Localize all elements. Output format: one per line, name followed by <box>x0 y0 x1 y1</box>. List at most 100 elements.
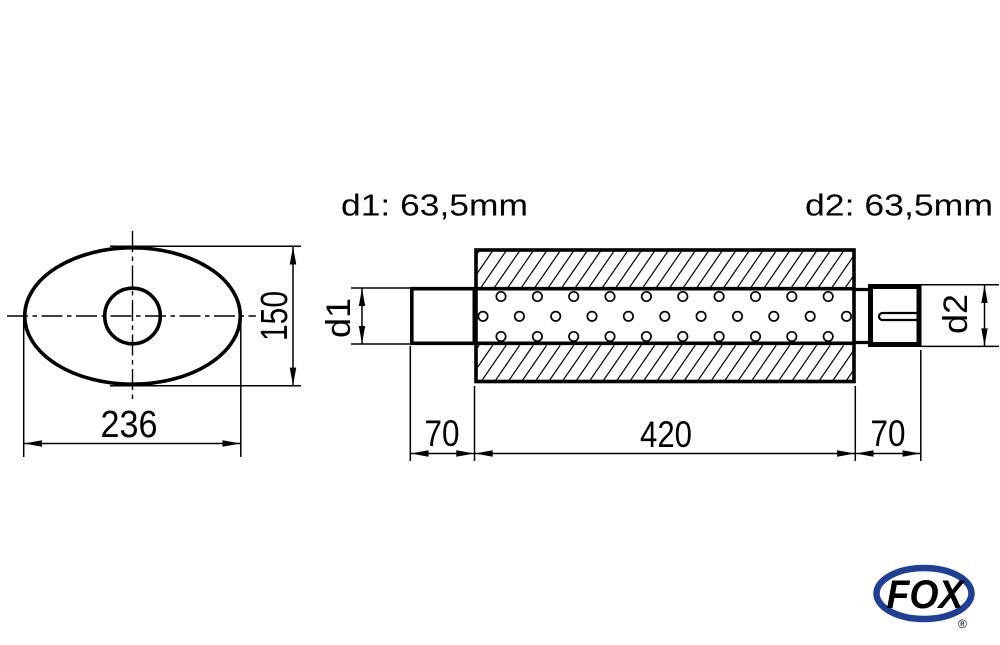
perforation-hole <box>550 310 562 322</box>
perforation-hole <box>677 290 689 303</box>
hatch-line <box>736 345 764 382</box>
hatch-line <box>844 368 854 382</box>
hatch-line <box>547 345 575 382</box>
hatch-line <box>493 251 520 288</box>
perforation-hole <box>531 330 543 343</box>
hatch-line <box>831 254 854 288</box>
hatch-line <box>628 251 655 288</box>
dimension-label-150: 150 <box>254 291 296 341</box>
hatch-line <box>642 345 669 382</box>
fox-logo-ellipse <box>873 564 975 623</box>
hatch-line <box>588 251 615 288</box>
dimension-label-body-420: 420 <box>640 414 692 455</box>
hatch-line <box>736 251 763 288</box>
hatch-line <box>844 274 854 288</box>
arrow-right-icon <box>837 450 855 457</box>
perforation-hole <box>840 310 853 322</box>
d1-diameter-header: d1: 63,5mm <box>341 188 528 223</box>
end-view: 236 150 <box>7 231 301 457</box>
perforation-hole <box>695 310 707 322</box>
dimension-236: 236 <box>22 320 242 457</box>
hatch-line <box>615 251 642 288</box>
perforation-hole <box>513 310 525 322</box>
hatch-line <box>763 345 791 382</box>
perforation-hole <box>749 330 762 343</box>
hatch-line <box>477 251 493 274</box>
dimension-label-d1: d1 <box>320 298 358 338</box>
perforation-hole <box>804 310 816 322</box>
arrow-right-icon <box>456 450 474 457</box>
hatch-line <box>777 251 804 288</box>
hatch-line <box>817 345 845 382</box>
hatch-line <box>750 345 777 382</box>
arrow-left-icon <box>24 440 42 447</box>
perforation-hole <box>713 330 725 343</box>
hatch-line <box>750 251 777 288</box>
hatch-line <box>628 345 656 382</box>
perforation-hole <box>786 290 798 303</box>
dimension-label-outlet-70: 70 <box>871 413 906 454</box>
fox-logo-text: FOX <box>887 573 966 617</box>
hatch-line <box>480 251 507 288</box>
hatch-line <box>790 251 817 288</box>
inlet-pipe <box>409 286 477 346</box>
perforation-hole <box>604 330 616 343</box>
perforation-hole <box>713 290 725 303</box>
arrow-right-icon <box>902 450 921 457</box>
hatch-line <box>682 345 710 382</box>
sleeve-slot <box>877 311 920 322</box>
dimension-label-236: 236 <box>101 404 158 446</box>
hatch-line <box>655 251 682 288</box>
registered-trademark-icon: ® <box>958 617 967 631</box>
hatch-line <box>574 345 602 382</box>
fox-logo: FOX ® <box>873 564 975 631</box>
hatch-line <box>857 342 886 385</box>
hatch-line <box>477 345 494 369</box>
dimension-lengths: 70 420 70 <box>409 346 922 461</box>
pipe-hole-outline <box>102 286 163 346</box>
hatch-line <box>804 251 831 288</box>
hatch-line <box>709 251 736 288</box>
perforation-hole <box>731 310 744 322</box>
perforation-hole <box>749 290 762 303</box>
perforation-hole <box>640 330 652 343</box>
perforation-hole <box>677 330 689 343</box>
dimension-d1: d1 <box>320 287 411 345</box>
d2-diameter-header: d2: 63,5mm <box>805 188 993 223</box>
perforation-hole <box>568 330 580 343</box>
dimension-d2: d2 <box>921 284 999 348</box>
hatch-line <box>642 251 669 288</box>
hatch-line <box>709 345 737 382</box>
silencer-body <box>474 248 856 384</box>
hatch-line <box>723 345 750 382</box>
arrow-up-icon <box>289 246 297 265</box>
hatch-line <box>696 345 723 382</box>
hatch-line <box>601 251 628 288</box>
hatch-line <box>588 345 615 382</box>
perforation-hole <box>604 290 616 303</box>
hatch-line <box>669 251 696 288</box>
perforation-hole <box>531 290 543 303</box>
perforation-hole <box>659 310 671 322</box>
hatch-line <box>561 251 588 288</box>
hatch-line <box>507 251 534 288</box>
hatch-line <box>831 348 854 382</box>
dimension-150: 150 <box>110 245 301 387</box>
hatch-line <box>615 345 642 382</box>
hatch-line <box>534 345 561 382</box>
perforation-hole <box>822 290 834 303</box>
hatch-line <box>520 251 547 288</box>
hatch-line <box>669 345 696 382</box>
arrow-left-icon <box>475 450 493 457</box>
hatch-line <box>547 251 574 288</box>
outlet-connector <box>854 284 922 347</box>
outlet-sleeve <box>868 284 922 347</box>
arrow-down-icon <box>289 367 297 386</box>
perforation-hole <box>477 310 489 322</box>
hatch-line <box>655 345 683 382</box>
perforation-hole <box>622 310 634 322</box>
perforation-hole <box>495 330 507 343</box>
hatching-bottom-band <box>477 342 886 385</box>
